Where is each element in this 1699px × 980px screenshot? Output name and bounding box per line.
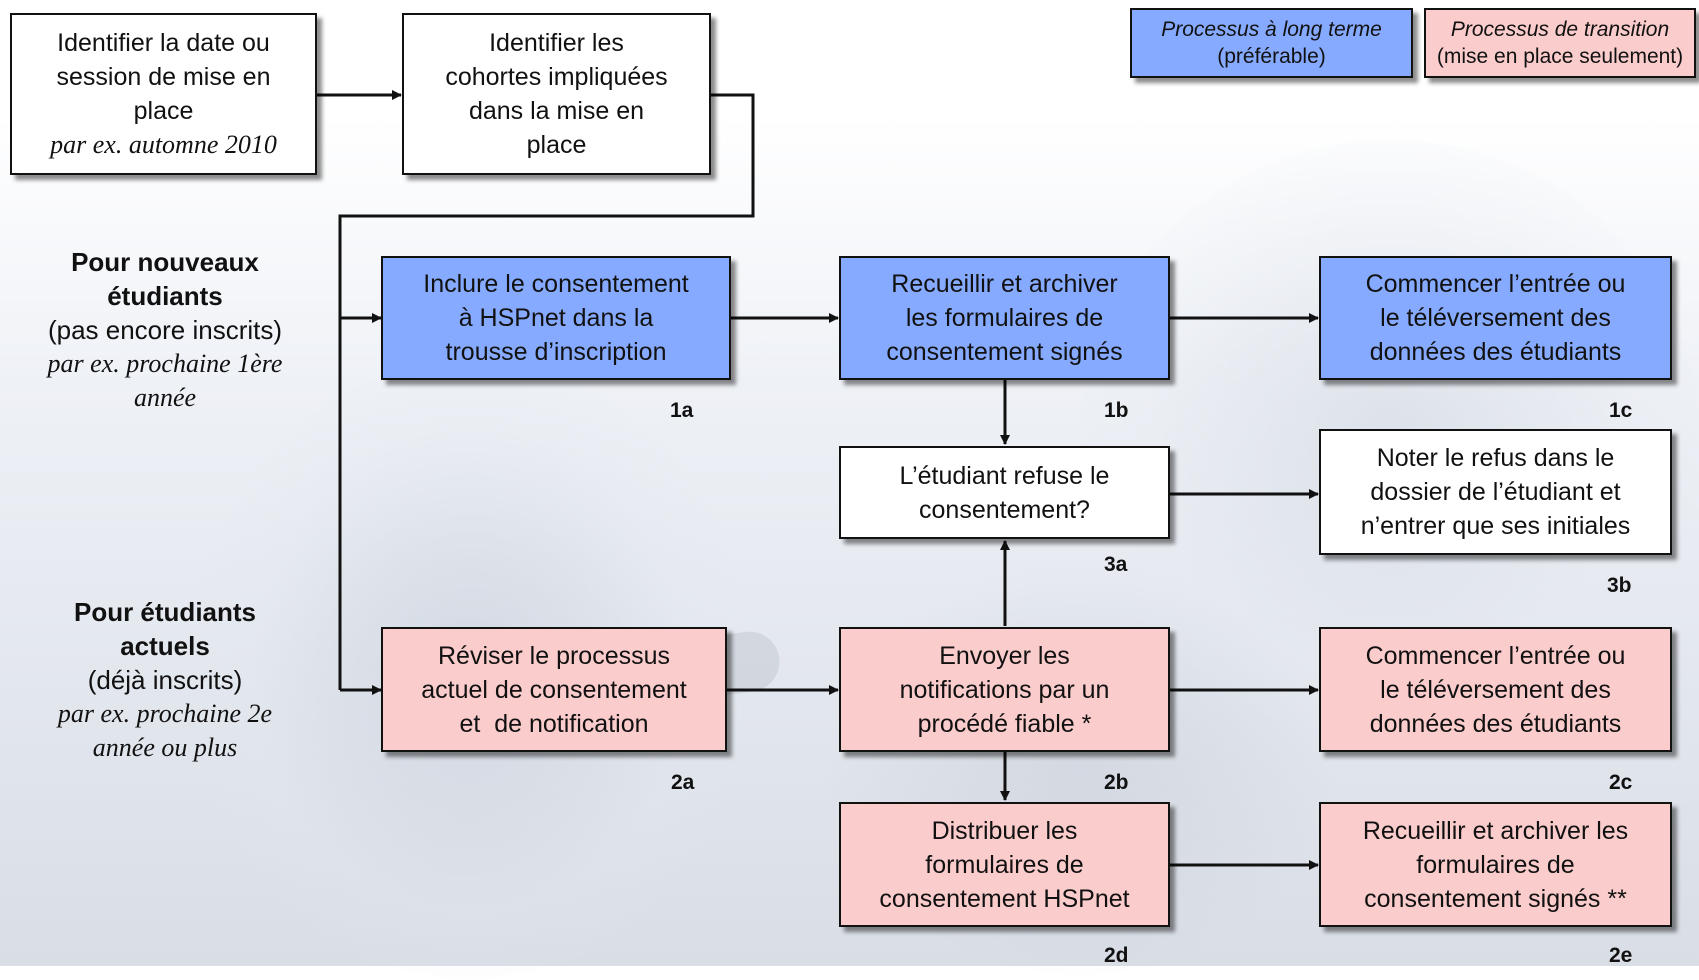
side-label-current-students: Pour étudiants actuels (déjà inscrits) p… [20, 595, 310, 765]
side-subtitle: (déjà inscrits) [87, 665, 243, 695]
box-text-line: actuel de consentement [421, 675, 687, 704]
box-text-line: Noter le refus dans le [1376, 444, 1615, 472]
box-text-line: consentement? [919, 495, 1090, 524]
step-2e-collect-forms: Recueillir et archiver les formulaires d… [1319, 802, 1672, 927]
box-text-line: cohortes impliquées [445, 63, 668, 91]
box-text-line: Commencer l’entrée ou [1365, 270, 1626, 298]
side-example: année [133, 383, 197, 412]
box-text-line: trousse d’inscription [445, 338, 667, 366]
box-text-line: Réviser le processus [437, 641, 671, 670]
step-label-2a: 2a [671, 771, 695, 794]
side-example: par ex. prochaine 1ère [47, 349, 283, 378]
step-2c-start-entry: Commencer l’entrée ou le téléversement d… [1319, 627, 1672, 752]
step-1c-start-entry: Commencer l’entrée ou le téléversement d… [1319, 256, 1672, 380]
step-label-2e: 2e [1609, 944, 1633, 967]
box-text-line: les formulaires de [905, 304, 1104, 332]
box-text-line: Recueillir et archiver les [1362, 816, 1629, 845]
legend-transition-note: (mise en place seulement) [1436, 45, 1684, 68]
side-subtitle: (pas encore inscrits) [47, 315, 283, 345]
box-text-line: dans la mise en [468, 97, 645, 125]
legend-long-term-note: (préférable) [1217, 45, 1326, 68]
box-text-line: données des étudiants [1369, 338, 1622, 366]
step-label-1a: 1a [670, 399, 694, 422]
step-label-1c: 1c [1609, 399, 1633, 422]
box-text-line: Distribuer les [931, 816, 1078, 845]
box-text-line: consentement signés ** [1364, 884, 1627, 913]
side-title: actuels [120, 631, 210, 661]
legend-long-term-title: Processus à long terme [1161, 18, 1382, 41]
legend-transition-title: Processus de transition [1450, 18, 1670, 41]
box-text-line: n’entrer que ses initiales [1360, 512, 1631, 540]
box-text-line: formulaires de [925, 850, 1084, 879]
side-title: Pour étudiants [73, 597, 256, 627]
box-text-line: Envoyer les [939, 641, 1070, 670]
box-text-line: consentement signés [886, 338, 1123, 366]
step-2d-distribute-forms: Distribuer les formulaires de consenteme… [839, 802, 1170, 927]
box-text-line: L’étudiant refuse le [899, 461, 1110, 490]
legend-transition: Processus de transition (mise en place s… [1424, 8, 1696, 78]
box-text-line: à HSPnet dans la [458, 304, 654, 332]
box-text-line: le téléversement des [1380, 304, 1611, 332]
box-identify-cohorts: Identifier les cohortes impliquées dans … [402, 13, 711, 175]
box-text-line: place [133, 97, 194, 125]
legend-long-term: Processus à long terme (préférable) [1130, 8, 1413, 78]
box-text-line: consentement HSPnet [879, 884, 1130, 913]
step-2b-send-notifications: Envoyer les notifications par un procédé… [839, 627, 1170, 752]
step-2a-revise-process: Réviser le processus actuel de consentem… [381, 627, 727, 752]
box-text-line: notifications par un [899, 675, 1110, 704]
box-text-line: Identifier la date ou [57, 29, 270, 57]
box-text-line: le téléversement des [1380, 675, 1611, 704]
side-title: étudiants [107, 281, 223, 311]
step-3a-student-refuses: L’étudiant refuse le consentement? [839, 446, 1170, 539]
step-label-2b: 2b [1104, 771, 1129, 794]
step-label-2d: 2d [1104, 944, 1129, 967]
connector-cohorts-down [338, 93, 755, 690]
box-text-line: Commencer l’entrée ou [1365, 641, 1626, 670]
box-text-line: et de notification [459, 709, 649, 738]
step-label-2c: 2c [1609, 771, 1633, 794]
step-1b-collect-forms: Recueillir et archiver les formulaires d… [839, 256, 1170, 380]
side-example: année ou plus [92, 733, 238, 762]
side-example: par ex. prochaine 2e [57, 699, 273, 728]
box-text-line: Inclure le consentement [423, 270, 689, 298]
box-text-line: données des étudiants [1369, 709, 1622, 738]
side-label-new-students: Pour nouveaux étudiants (pas encore insc… [20, 245, 310, 415]
box-example: par ex. automne 2010 [50, 130, 277, 159]
box-text-line: session de mise en [56, 63, 271, 91]
box-text-line: dossier de l’étudiant et [1370, 478, 1621, 506]
side-title: Pour nouveaux [71, 247, 259, 277]
box-text-line: formulaires de [1416, 850, 1575, 879]
step-3b-note-refusal: Noter le refus dans le dossier de l’étud… [1319, 429, 1672, 555]
step-label-1b: 1b [1104, 399, 1129, 422]
step-label-3b: 3b [1607, 574, 1632, 597]
step-label-3a: 3a [1104, 553, 1128, 576]
box-text-line: Recueillir et archiver [891, 270, 1118, 298]
box-text-line: place [526, 131, 587, 159]
box-text-line: Identifier les [489, 29, 624, 57]
step-1a-include-consent: Inclure le consentement à HSPnet dans la… [381, 256, 731, 380]
box-identify-date: Identifier la date ou session de mise en… [10, 13, 317, 175]
box-text-line: procédé fiable * [917, 709, 1092, 738]
